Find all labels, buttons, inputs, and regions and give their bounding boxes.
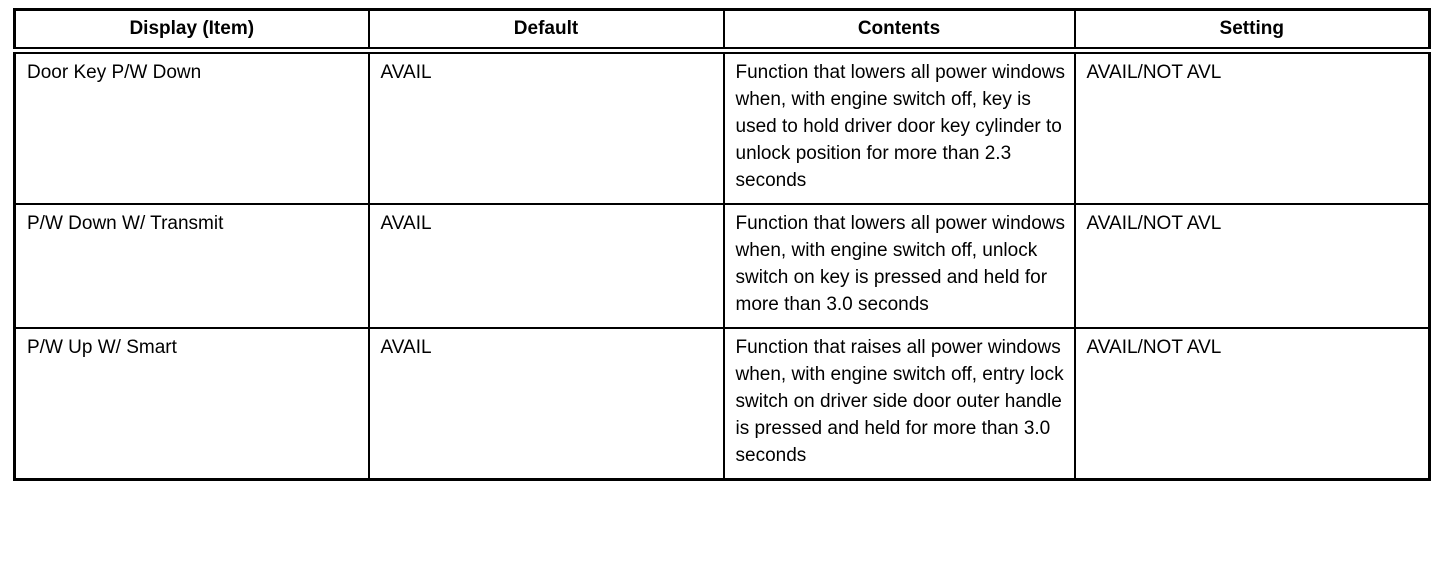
cell-default: AVAIL (367, 327, 725, 481)
cell-display-item: P/W Up W/ Smart (13, 327, 370, 481)
cell-display-item: P/W Down W/ Transmit (13, 203, 370, 329)
cell-contents: Function that raises all power windows w… (722, 327, 1076, 481)
cell-setting: AVAIL/NOT AVL (1073, 327, 1431, 481)
customize-settings-table: Display (Item) Default Contents Setting … (13, 8, 1431, 481)
table-body: Door Key P/W Down AVAIL Function that lo… (13, 49, 1431, 481)
cell-default: AVAIL (367, 203, 725, 329)
column-header-display-item: Display (Item) (13, 8, 370, 54)
table-row: P/W Down W/ Transmit AVAIL Function that… (13, 203, 1431, 329)
table-row: P/W Up W/ Smart AVAIL Function that rais… (13, 327, 1431, 481)
column-header-contents: Contents (722, 8, 1076, 54)
column-header-setting: Setting (1073, 8, 1431, 54)
column-header-default: Default (367, 8, 725, 54)
cell-default: AVAIL (367, 49, 725, 205)
table-row: Door Key P/W Down AVAIL Function that lo… (13, 49, 1431, 205)
cell-setting: AVAIL/NOT AVL (1073, 203, 1431, 329)
table-header-row: Display (Item) Default Contents Setting (13, 8, 1431, 54)
cell-contents: Function that lowers all power windows w… (722, 203, 1076, 329)
cell-setting: AVAIL/NOT AVL (1073, 49, 1431, 205)
cell-contents: Function that lowers all power windows w… (722, 49, 1076, 205)
cell-display-item: Door Key P/W Down (13, 49, 370, 205)
document-page: Display (Item) Default Contents Setting … (13, 8, 1431, 481)
